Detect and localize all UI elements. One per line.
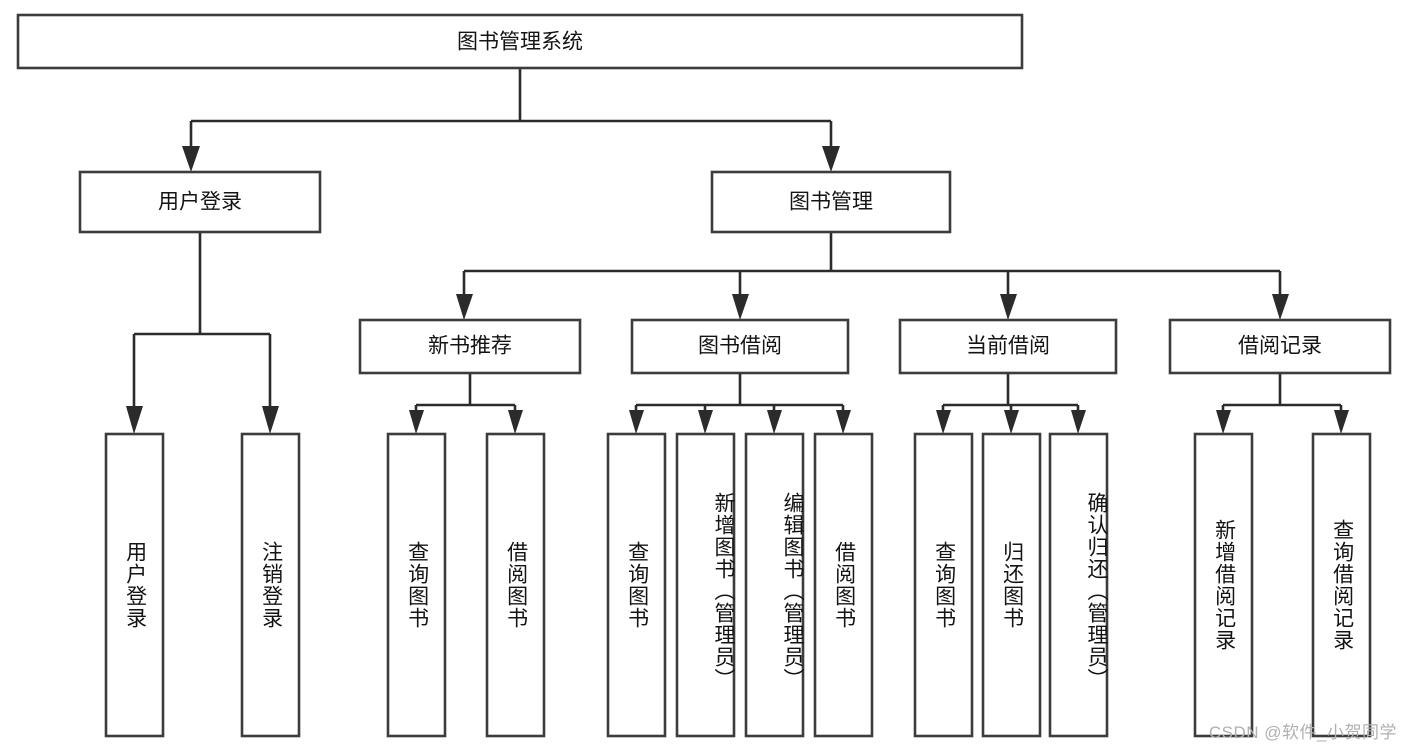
node-leaf-query-book-3-box[interactable] [913,432,974,738]
node-leaf-query-book-2-box[interactable] [606,432,667,738]
node-leaf-user-login-box[interactable] [104,432,165,738]
node-book-borrow-label: 图书借阅 [698,335,782,358]
node-book-manage[interactable]: 图书管理 [710,170,952,234]
arrow-current-borrow-leaf-1 [936,410,951,434]
arrow-user-login-leaf-1 [126,406,143,434]
arrow-user-login-leaf-2 [262,406,279,434]
node-new-book-recommend-label: 新书推荐 [428,335,512,358]
node-current-borrow-box[interactable] [898,318,1118,375]
arrow-book-borrow-leaf-2 [698,410,713,434]
node-current-borrow-label: 当前借阅 [966,335,1050,358]
arrow-root-to-book-manage [822,146,840,172]
node-leaf-return-book-box[interactable] [981,432,1042,738]
arrow-book-manage-to-new-book [456,294,473,320]
node-borrow-record[interactable]: 借阅记录 [1168,318,1392,375]
arrow-book-manage-to-current-borrow [1000,294,1017,320]
node-leaf-edit-book-box[interactable] [744,432,805,738]
arrow-new-book-leaf-1 [409,410,424,434]
node-root-label: 图书管理系统 [457,31,583,54]
node-leaf-add-record-box[interactable] [1193,432,1254,738]
connector-layer [126,68,1349,434]
arrow-book-manage-to-borrow-record [1272,294,1289,320]
arrow-book-borrow-leaf-4 [836,410,851,434]
node-leaf-add-book-box[interactable] [675,432,736,738]
arrow-book-borrow-leaf-3 [767,410,782,434]
node-user-login[interactable]: 用户登录 [78,170,322,234]
arrow-root-to-user-login [182,146,200,172]
node-book-borrow[interactable]: 图书借阅 [630,318,850,375]
arrow-current-borrow-leaf-2 [1004,410,1019,434]
node-leaf-borrow-book-1-box[interactable] [485,432,546,738]
node-book-manage-box[interactable] [710,170,952,234]
node-new-book-recommend[interactable]: 新书推荐 [358,318,582,375]
node-leaf-confirm-return-box[interactable] [1048,432,1109,738]
watermark-text: CSDN @软件_小贺同学 [1208,723,1397,742]
node-current-borrow[interactable]: 当前借阅 [898,318,1118,375]
arrow-current-borrow-leaf-3 [1071,410,1086,434]
node-user-login-box[interactable] [78,170,322,234]
arrow-book-manage-to-book-borrow [732,294,749,320]
node-borrow-record-box[interactable] [1168,318,1392,375]
node-user-login-label: 用户登录 [158,191,242,214]
node-root-box[interactable] [16,13,1024,70]
arrow-book-borrow-leaf-1 [629,410,644,434]
node-leaf-query-book-1-box[interactable] [386,432,447,738]
node-book-borrow-box[interactable] [630,318,850,375]
node-borrow-record-label: 借阅记录 [1238,335,1322,358]
arrow-new-book-leaf-2 [508,410,523,434]
arrow-borrow-record-leaf-2 [1334,410,1349,434]
node-book-manage-label: 图书管理 [789,191,873,214]
node-leaf-borrow-book-2-box[interactable] [813,432,874,738]
node-leaf-logout-box[interactable] [240,432,301,738]
node-new-book-recommend-box[interactable] [358,318,582,375]
node-root[interactable]: 图书管理系统 [16,13,1024,70]
node-leaf-query-record-box[interactable] [1311,432,1372,738]
arrow-borrow-record-leaf-1 [1216,410,1231,434]
